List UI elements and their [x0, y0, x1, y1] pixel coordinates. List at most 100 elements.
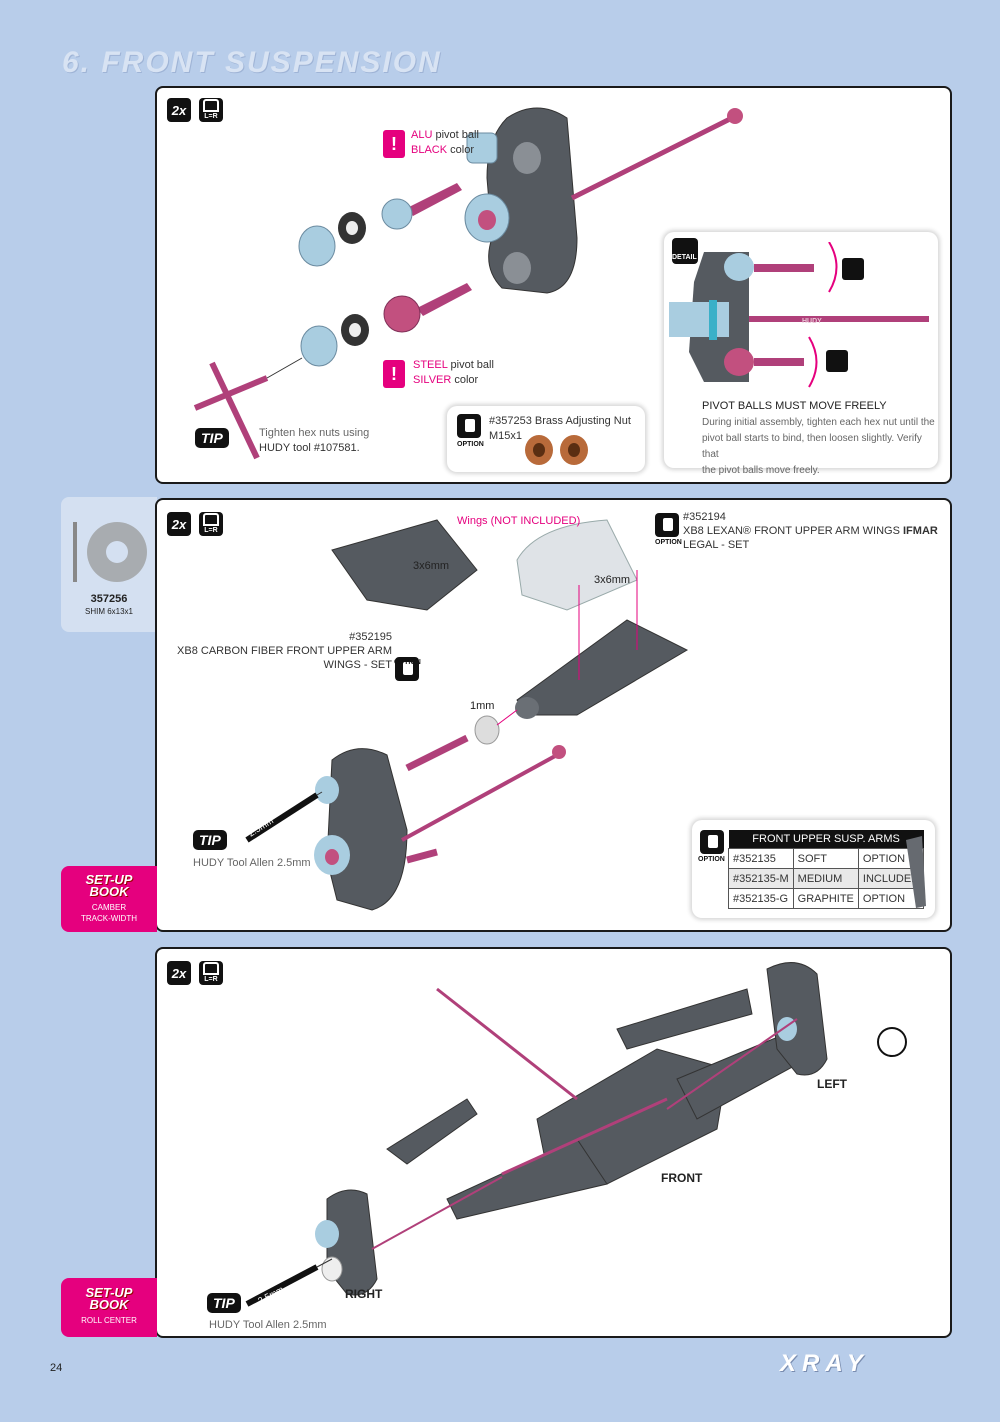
upper-arms-option-box: OPTION FRONT UPPER SUSP. ARMS #352135 SO… [692, 820, 935, 918]
lexan-part-name: XB8 LEXAN® FRONT UPPER ARM WINGS IFMAR L… [683, 525, 938, 551]
tool-guide-line [316, 1258, 333, 1268]
detail-lower-ball [724, 348, 754, 376]
detail-hex-nut [669, 302, 729, 337]
spacer-label: 1mm [470, 700, 495, 712]
lexan-wing [516, 519, 638, 611]
left-right-same-icon: L=R [199, 512, 223, 536]
right-lower-arm [446, 1138, 608, 1220]
pivot-stud [405, 734, 469, 772]
tool-guide-line [316, 791, 323, 796]
detail-heading: PIVOT BALLS MUST MOVE FREELY [702, 400, 887, 412]
fixture-icon [877, 1027, 907, 1057]
setup-line-1: CAMBER [91, 903, 127, 912]
lr-label: L=R [204, 113, 218, 120]
setup-line-2: TRACK-WIDTH [81, 914, 137, 923]
steel-desc: pivot ball [450, 359, 494, 371]
left-label: LEFT [817, 1077, 847, 1091]
rotate-free-icon [826, 350, 848, 372]
silver-label: SILVER [413, 374, 452, 386]
alu-desc: pivot ball [435, 129, 479, 141]
steel-pivot-ball-note: STEEL pivot ball SILVER color [413, 358, 494, 388]
left-right-same-icon: L=R [199, 98, 223, 122]
rotate-free-icon [842, 258, 864, 280]
setup-title-2: BOOK [89, 884, 129, 899]
left-upper-arm [616, 988, 753, 1050]
right-hex-nut [315, 1220, 339, 1248]
upper-arm [516, 619, 689, 716]
shaft-end-ball [552, 745, 566, 759]
tool-shaft [209, 361, 260, 460]
steel-pivot-ball [383, 295, 421, 333]
setup-line-1: ROLL CENTER [81, 1316, 137, 1325]
left-steering-block [766, 962, 828, 1076]
shim-tab: 357256 SHIM 6x13x1 [61, 497, 157, 632]
black-label: BLACK [411, 144, 448, 156]
detail-line-2: pivot ball starts to bind, then loosen s… [702, 433, 922, 460]
lexan-part-number: #352194 [683, 511, 726, 523]
lr-label: L=R [204, 976, 218, 983]
option-brass-nut-text: #357253 Brass Adjusting Nut M15x1 [489, 415, 631, 442]
upper-hex-nut [315, 776, 339, 804]
page-title: 6. FRONT SUSPENSION [62, 46, 442, 79]
setup-title-2: BOOK [89, 1297, 129, 1312]
alu-pivot-ball-note: ALU pivot ball BLACK color [411, 128, 479, 158]
hex-nut-hole [478, 210, 496, 230]
upper-bore [513, 142, 541, 174]
tip-text: Tighten hex nuts using HUDY tool #107581… [259, 426, 369, 456]
quantity-badge: 2x [167, 961, 191, 985]
screw-left-label: 3x6mm [413, 560, 450, 572]
table-row: #352135 SOFT OPTION [728, 848, 925, 869]
quantity-badge: 2x [167, 98, 191, 122]
carbon-part-name: XB8 CARBON FIBER FRONT UPPER ARM WINGS -… [177, 645, 392, 671]
alu-pivot-ball [381, 198, 413, 230]
steering-block [326, 748, 408, 911]
upper-arm-icon [906, 836, 926, 908]
setup-title-1: SET-UP [85, 872, 133, 887]
setup-title-1: SET-UP [85, 1285, 133, 1300]
shim-description: SHIM 6x13x1 [84, 607, 134, 616]
allen-tool [245, 1264, 319, 1307]
detail-upper-ball [724, 253, 754, 281]
option-label: OPTION [655, 539, 682, 546]
detail-lower-stud [754, 358, 804, 366]
left-right-same-icon: L=R [199, 961, 223, 985]
page-number: 24 [50, 1362, 63, 1374]
upper-nut-hole [346, 221, 358, 235]
lower-pivot-stud [406, 848, 438, 864]
option-label: OPTION [457, 441, 484, 448]
setup-book-tab: SET-UP BOOK ROLL CENTER [61, 1278, 157, 1337]
step3-panel: 2x L=R LEFT FRONT RIGHT TIP 2.5mm HUDY T… [155, 947, 952, 1338]
option-label: OPTION [698, 856, 725, 863]
upper-rotate-arrow [828, 242, 838, 293]
wings-not-included-label: Wings (NOT INCLUDED) [457, 515, 581, 527]
option-brass-nut-box: OPTION #357253 Brass Adjusting Nut M15x1 [447, 406, 645, 472]
drive-shaft [570, 115, 734, 201]
tip-text: HUDY Tool Allen 2.5mm [193, 857, 311, 869]
front-suspension-assembly-illustration [245, 962, 828, 1307]
lower-rotate-arrow [808, 336, 818, 388]
steel-pivot-stud [417, 283, 472, 316]
arm-pivot-end [515, 697, 539, 719]
brass-nut-icon [525, 435, 588, 465]
right-label: RIGHT [345, 1287, 383, 1301]
left-drive-shaft [436, 987, 578, 1101]
shaft-end-ball [727, 108, 743, 124]
carbon-wing [331, 519, 478, 611]
tip-badge: TIP [207, 1293, 241, 1313]
detail-o-ring [709, 300, 717, 340]
tip-badge: TIP [193, 830, 227, 850]
lower-nut-hole [325, 849, 339, 865]
lower-cap [300, 325, 338, 367]
step2-panel: 2x L=R 3x6mm 3x6mm 1mm Wings (NOT INCLUD… [155, 498, 952, 932]
detail-line-3: the pivot balls move freely. [702, 465, 820, 476]
screw-right-label: 3x6mm [594, 574, 631, 586]
table-row: #352135-M MEDIUM INCLUDED [728, 868, 925, 889]
allen-tool [245, 792, 319, 843]
alu-label: ALU [411, 129, 433, 141]
right-drive-shaft [501, 1097, 668, 1176]
right-lower-nut [321, 1256, 343, 1282]
lower-nut-hole [349, 323, 361, 337]
shim-part-number: 357256 [90, 593, 128, 605]
step1-panel: 2x L=R ! ALU pivot ball BLACK color ! [155, 86, 952, 484]
option-thumb-icon [700, 830, 724, 854]
